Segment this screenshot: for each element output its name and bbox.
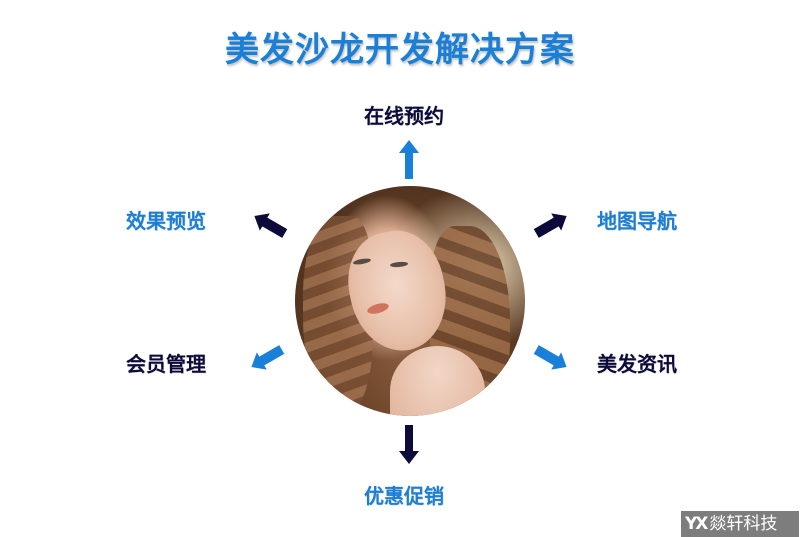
arrow-down-right-icon <box>533 345 567 370</box>
watermark-logo: YX <box>685 514 708 534</box>
arrow-down-icon <box>399 425 419 464</box>
page-title: 美发沙龙开发解决方案 <box>225 30 575 70</box>
node-label-map-navigation: 地图导航 <box>597 209 677 233</box>
watermark-text: 燚轩科技 <box>709 514 778 534</box>
arrow-down-left-icon <box>251 345 285 370</box>
node-label-hair-news: 美发资讯 <box>597 352 677 376</box>
arrow-up-left-icon <box>254 213 288 238</box>
arrow-up-right-icon <box>533 213 567 238</box>
shoulder <box>390 346 485 416</box>
center-portrait-image <box>295 186 525 416</box>
arrow-up-icon <box>399 140 419 179</box>
node-label-promotions: 优惠促销 <box>364 484 444 508</box>
node-label-member-management: 会员管理 <box>126 352 206 376</box>
node-label-online-booking: 在线预约 <box>364 104 444 128</box>
node-label-effect-preview: 效果预览 <box>126 209 206 233</box>
